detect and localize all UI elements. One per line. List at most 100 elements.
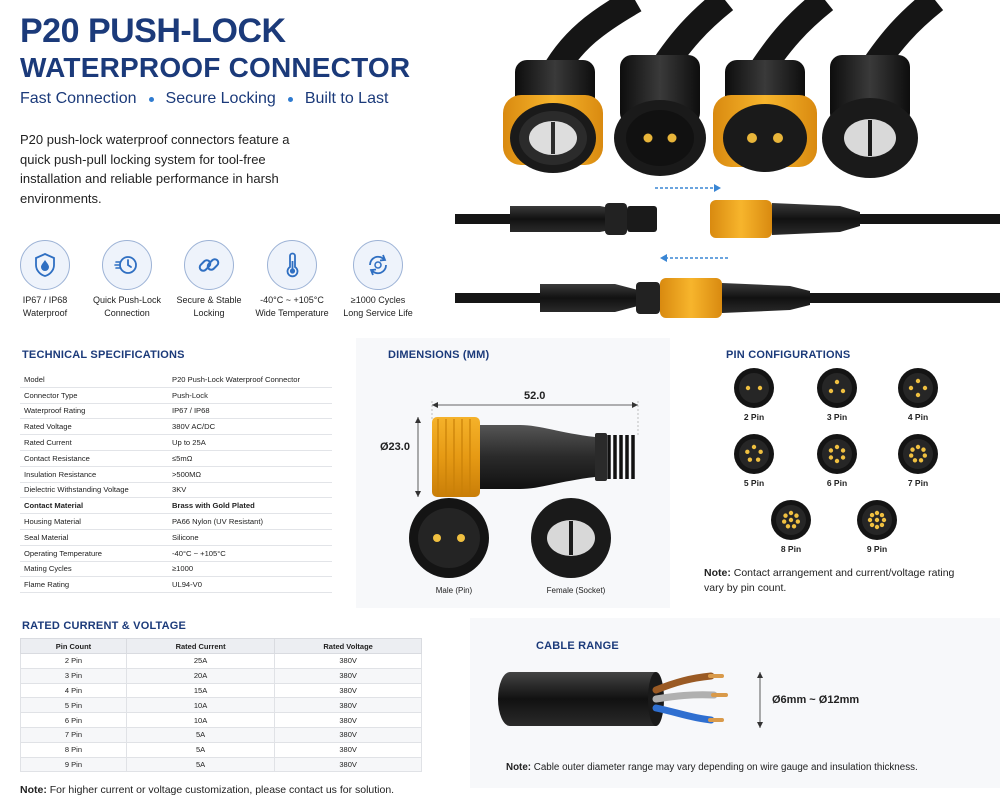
pin-contact	[745, 385, 751, 391]
table-cell: 25A	[125, 653, 276, 669]
pin-contact	[755, 457, 761, 462]
spec-row: Operating Temperature-40°C ~ +105°C	[20, 546, 332, 562]
footer-note: Note: For higher current or voltage cust…	[20, 784, 394, 796]
pin-contact	[834, 379, 840, 385]
table-cell: 3 Pin	[20, 667, 127, 684]
connector-pair-unmated	[455, 200, 1000, 238]
table-cell: 5 Pin	[20, 697, 127, 714]
pin-contact	[879, 522, 885, 528]
spec-key: Rated Current	[24, 438, 72, 448]
table-cell: 380V	[274, 741, 422, 758]
table-cell: 6 Pin	[20, 712, 127, 728]
arrow-right-icon	[655, 184, 721, 192]
table-cell: 380V	[274, 726, 422, 743]
rated-table: Pin Count Rated Current Rated Voltage 2 …	[20, 638, 422, 773]
pin-contact	[758, 449, 763, 455]
pin-label: 6 Pin	[826, 478, 848, 488]
spec-value: 3KV	[172, 485, 187, 495]
feature-line2: Long Service Life	[343, 308, 413, 318]
table-cell: 5A	[125, 726, 276, 743]
pin-label: 5 Pin	[743, 478, 765, 488]
spec-value: Silicone	[172, 532, 199, 542]
table-cell: 2 Pin	[20, 653, 127, 669]
footer-note-bold: Note:	[20, 784, 47, 796]
table-cell: 9 Pin	[20, 756, 127, 773]
tagline-built: Built to Last	[304, 90, 389, 107]
table-cell: 380V	[274, 697, 422, 714]
female-label: Female (Socket)	[546, 586, 606, 595]
pin-contact	[921, 447, 926, 452]
spec-key: Dielectric Withstanding Voltage	[24, 485, 129, 495]
spec-row: Dielectric Withstanding Voltage 3KV	[20, 483, 332, 499]
feature-line1: -40°C ~ +105°C	[260, 295, 324, 305]
pin-contact	[834, 458, 840, 464]
pin-contact	[785, 524, 791, 529]
pin-contact	[840, 455, 846, 460]
pin-contact	[828, 448, 834, 453]
spec-key: Mating Cycles	[24, 564, 72, 574]
feature-line2: Locking	[193, 308, 225, 318]
spec-value: P20 Push-Lock Waterproof Connector	[172, 374, 301, 384]
pin-contact	[915, 444, 921, 450]
pin-label: 2 Pin	[743, 412, 765, 422]
spec-value: >500MΩ	[172, 469, 202, 479]
dimension-length: 52.0	[524, 390, 546, 402]
pin-contact	[918, 458, 924, 463]
table-cell: 380V	[274, 653, 422, 669]
table-cell: 380V	[274, 682, 422, 699]
pin-face-9	[857, 500, 897, 540]
pin-contact	[881, 517, 887, 523]
table-cell: 7 Pin	[20, 726, 127, 743]
pin-contact	[910, 447, 915, 452]
cycle-arrows-icon	[353, 240, 403, 290]
water-drop-shield-icon	[20, 240, 70, 290]
table-cell: 380V	[274, 756, 422, 773]
spec-value: PA66 Nylon (UV Resistant)	[172, 517, 264, 527]
pin-label: 8 Pin	[780, 544, 802, 554]
rated-heading: RATED CURRENT & VOLTAGE	[22, 620, 187, 632]
pin-contact	[791, 524, 797, 529]
pin-note-bold: Note:	[704, 567, 731, 579]
spec-value: UL94-V0	[172, 580, 202, 590]
col-rated-voltage: Rated Voltage	[274, 638, 422, 654]
pin-label: 3 Pin	[826, 412, 848, 422]
connector-pair-mated	[455, 278, 1000, 318]
cable-note: Note: Cable outer diameter range may var…	[506, 762, 918, 773]
spec-row: Insulation Resistance>500MΩ	[20, 467, 332, 483]
pin-face-4	[898, 368, 938, 408]
page-title: P20 PUSH-LOCK	[20, 12, 286, 50]
spec-key: Contact Resistance	[24, 453, 90, 463]
spec-row: Flame Rating UL94-V0	[20, 577, 332, 594]
pin-contact	[869, 512, 875, 518]
pin-contact	[922, 453, 928, 458]
thermometer-icon	[267, 240, 317, 290]
pin-contact	[869, 522, 875, 528]
quick-clock-icon	[102, 240, 152, 290]
product-hero-illustration	[455, 0, 1000, 318]
table-cell: 380V	[274, 712, 422, 728]
pin-contact	[908, 385, 914, 391]
arrow-left-icon	[660, 254, 730, 262]
spec-key: Operating Temperature	[24, 548, 102, 558]
specs-heading: TECHNICAL SPECIFICATIONS	[22, 349, 185, 361]
spec-value: Push-Lock	[172, 390, 208, 400]
spec-key: Flame Rating	[24, 580, 70, 590]
pin-contact	[788, 510, 794, 516]
pin-contact	[751, 444, 757, 450]
bullet-icon	[148, 96, 154, 102]
feature-line2: Wide Temperature	[255, 308, 329, 318]
footer-note-text: For higher current or voltage customizat…	[46, 784, 395, 796]
spec-value: 380V AC/DC	[172, 422, 216, 432]
spec-key: Model	[24, 374, 45, 384]
bullet-icon	[287, 96, 293, 102]
table-cell: 5A	[125, 756, 276, 773]
pin-face-3	[817, 368, 857, 408]
